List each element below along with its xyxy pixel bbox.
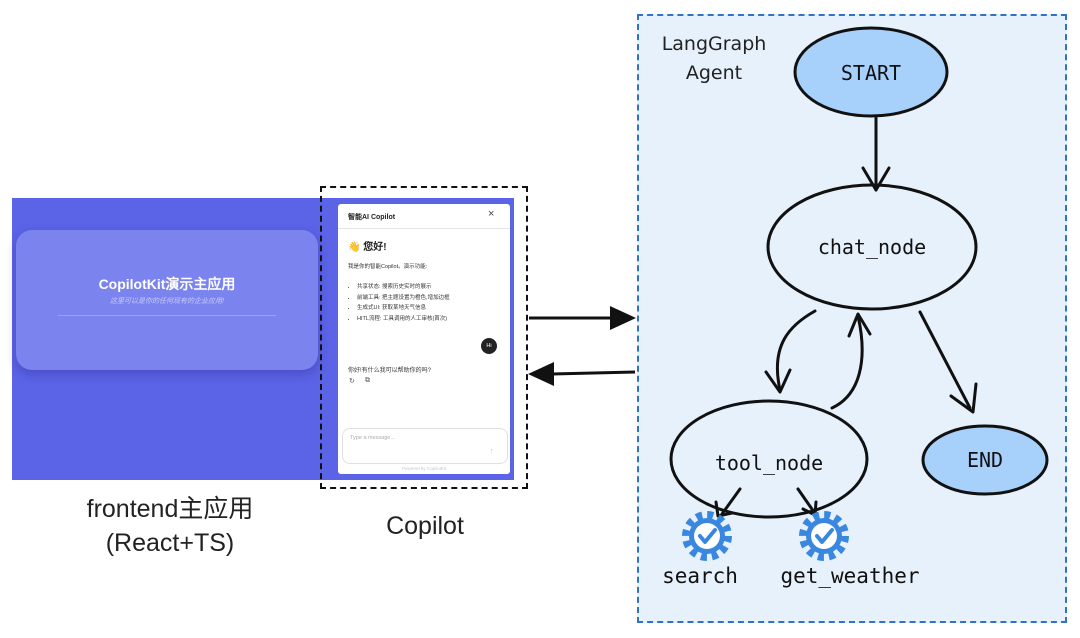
feature-item: 生成式UI: 获取某地天气信息 bbox=[357, 303, 510, 311]
copilot-caption: Copilot bbox=[386, 512, 464, 540]
end-node bbox=[921, 424, 1049, 496]
copilot-dashed-frame bbox=[320, 186, 528, 489]
edge-tool-weather bbox=[796, 487, 816, 514]
feature-item: HITL流程: 工具调用的人工审核(首次) bbox=[357, 314, 510, 322]
hero-title: CopilotKit演示主应用 bbox=[98, 276, 236, 292]
copilot-chat-window: 智能AI Copilot × 👋 您好! 我是你的智能Copilot。演示功能:… bbox=[338, 204, 510, 474]
response-arrow-head bbox=[528, 362, 554, 386]
agent-label: LangGraph Agent bbox=[654, 30, 774, 88]
start-node-label: START bbox=[841, 61, 901, 85]
tool-node bbox=[669, 399, 869, 519]
agent-label-line1: LangGraph bbox=[661, 33, 767, 55]
feature-item: 共享状态: 搜索历史实时的展示 bbox=[357, 282, 510, 290]
request-arrow-head bbox=[610, 306, 636, 330]
chat-window-title: 智能AI Copilot bbox=[348, 214, 396, 221]
regenerate-icon[interactable]: ↻ bbox=[349, 378, 355, 385]
assistant-reply: 你好!有什么我可以帮助你的吗? bbox=[348, 368, 432, 374]
send-icon[interactable]: ↑ bbox=[490, 448, 494, 455]
feature-item: 前端工具: 把主题设置为橙色,增加边框 bbox=[357, 293, 510, 301]
frontend-caption: frontend主应用 (React+TS) bbox=[40, 492, 300, 560]
frontend-caption-line1: frontend主应用 bbox=[86, 495, 254, 523]
get-weather-tool-label: get_weather bbox=[780, 564, 919, 588]
input-placeholder: Type a message... bbox=[350, 435, 395, 441]
header-divider bbox=[338, 228, 510, 229]
message-input[interactable] bbox=[342, 428, 508, 464]
hero-divider bbox=[58, 315, 276, 316]
edge-start-chat-head bbox=[861, 166, 891, 192]
greeting-heading: 👋 您好! bbox=[348, 242, 387, 253]
end-node-label: END bbox=[967, 448, 1003, 472]
edge-tool-chat-head bbox=[847, 312, 872, 338]
response-arrow bbox=[551, 370, 636, 376]
user-message-bubble: Hi bbox=[481, 338, 497, 354]
chat-node bbox=[766, 183, 978, 311]
tool-node-label: tool_node bbox=[715, 451, 823, 475]
frontend-caption-line2: (React+TS) bbox=[105, 529, 235, 557]
edge-chat-end bbox=[918, 310, 972, 410]
copy-icon[interactable]: ⧉ bbox=[365, 377, 370, 384]
chat-node-label: chat_node bbox=[818, 235, 926, 259]
get-weather-gear-icon bbox=[799, 511, 849, 561]
powered-by-footer: Powered by CopilotKit bbox=[401, 466, 447, 471]
close-icon[interactable]: × bbox=[488, 208, 495, 220]
search-tool-label: search bbox=[662, 564, 738, 588]
search-gear-icon bbox=[682, 511, 732, 561]
edge-chat-tool bbox=[775, 309, 817, 392]
edge-tool-chat bbox=[830, 314, 864, 410]
start-node bbox=[793, 26, 949, 118]
feature-list: 共享状态: 搜索历史实时的展示 前端工具: 把主题设置为橙色,增加边框 生成式U… bbox=[348, 282, 510, 324]
hero-subtitle: 这里可以是你的任何现有的企业应用! bbox=[110, 298, 224, 305]
edge-chat-end-head bbox=[949, 382, 978, 414]
assistant-intro: 我是你的智能Copilot。演示功能: bbox=[348, 264, 428, 270]
agent-label-line2: Agent bbox=[685, 62, 743, 84]
hero-card bbox=[16, 230, 318, 370]
edge-chat-tool-head bbox=[764, 368, 792, 394]
